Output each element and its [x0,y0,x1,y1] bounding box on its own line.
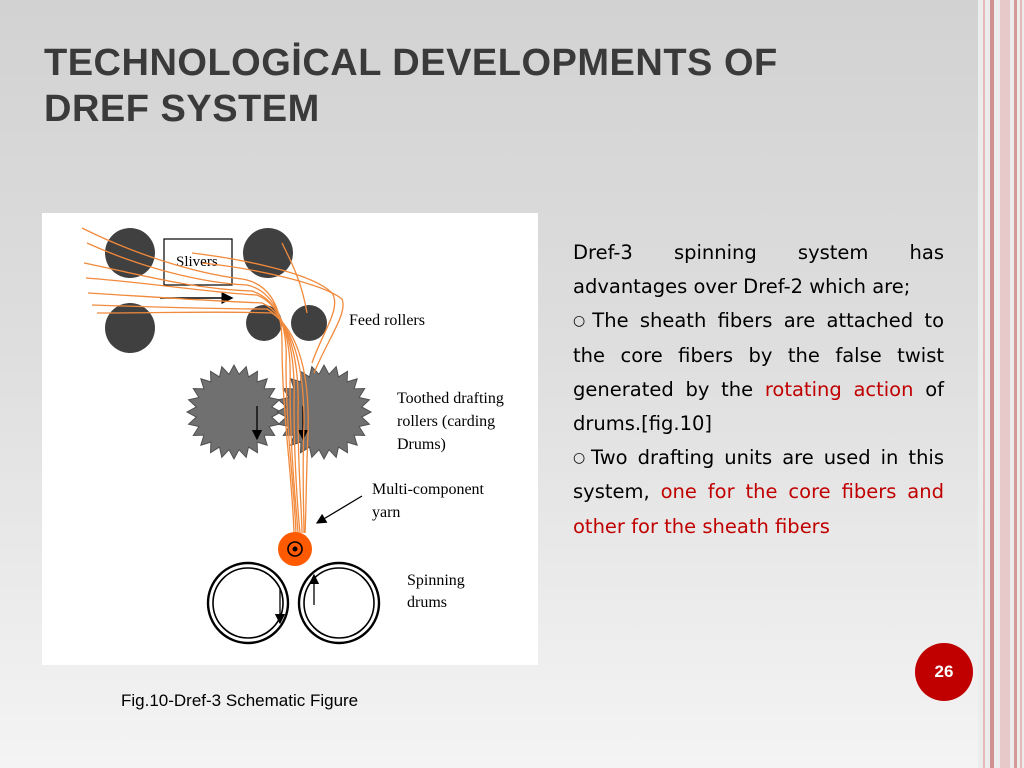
figure-caption: Fig.10-Dref-3 Schematic Figure [121,691,359,710]
spinning-drum-right-inner [303,567,375,639]
yarn-center [292,546,298,552]
intro-paragraph: Dref-3 spinning system has advantages ov… [573,241,944,299]
border-line [983,0,985,768]
label-slivers: Slivers [176,254,218,270]
yarn-ring [287,541,303,557]
slide-body: Dref-3 spinning system has advantages ov… [573,236,944,544]
label-multi-component-2: yarn [372,504,400,521]
title-line-1: TECHNOLOGİCAL DEVELOPMENTS OF [44,42,778,84]
bullet-item-2: ○Two drafting units are used in this sys… [573,441,944,544]
bullet-2-text: Two drafting units are used in this syst… [573,446,945,504]
bullet-circle-icon: ○ [573,313,591,330]
schematic-drawing: Slivers Fee [81,227,504,645]
bullet-item-1: ○The sheath fibers are attached to the c… [573,304,944,441]
border-line [1014,0,1017,768]
label-toothed-3: Drums) [397,436,446,453]
label-multi-component-1: Multi-component [372,481,485,498]
feed-roller-top-left [105,228,155,278]
label-feed-rollers: Feed rollers [349,312,425,329]
bullet-1-highlight: rotating action [764,377,914,401]
label-toothed-1: Toothed drafting [397,390,504,407]
spinning-drum-left-inner [212,567,284,639]
bullet-2-highlight: one for the core fibers and other for th… [573,480,944,538]
spinning-drum-left-outer [206,561,290,645]
slivers-box [163,238,233,286]
dref3-schematic-figure: Slivers Fee [42,213,538,665]
title-line-2: DREF SYSTEM [44,88,320,130]
slide-title: TECHNOLOGİCAL DEVELOPMENTS OF DREF SYSTE… [44,40,944,132]
bullet-1-text: The sheath fibers are attached to the co… [573,309,944,401]
feed-roller-bottom-left [105,303,155,353]
bullet-1-tail: of drums.[fig.10] [573,377,945,436]
label-toothed-2: rollers (carding [397,413,495,430]
feed-roller-top-right [243,228,293,278]
border-line [990,0,994,768]
yarn-pointer-arrow [315,495,363,524]
border-line [1000,0,1010,768]
page-number-badge: 26 [915,643,973,701]
label-spinning-1: Spinning [407,572,465,589]
feed-roller-small-2 [291,305,327,341]
fiber-strands [81,227,344,534]
label-spinning-2: drums [407,594,447,611]
border-line [1020,0,1022,768]
spinning-drum-right-outer [297,561,381,645]
bullet-circle-icon: ○ [573,450,590,467]
toothed-roller-left [185,363,283,461]
